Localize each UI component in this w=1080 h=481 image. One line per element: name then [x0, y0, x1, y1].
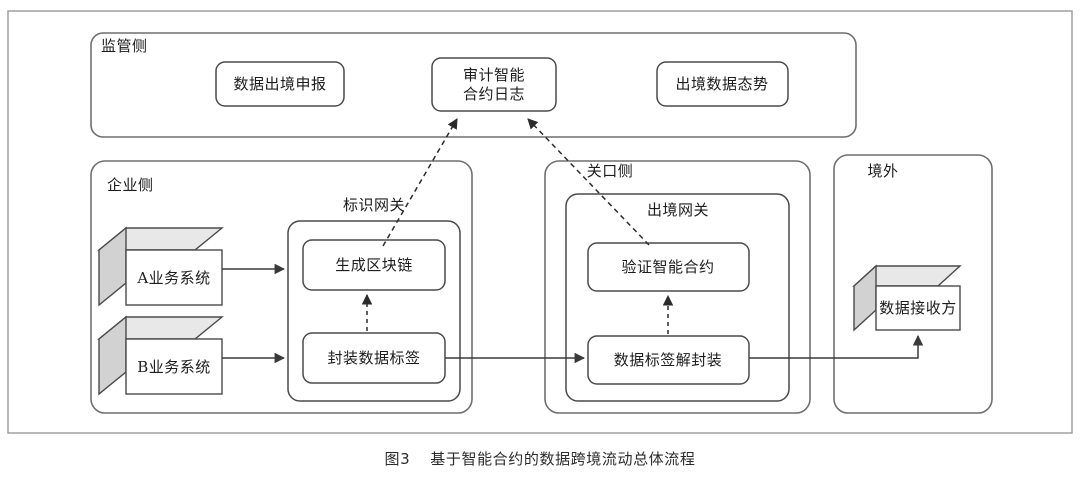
box3d-system-a[interactable]: [97, 226, 224, 307]
box3d-label-system-b: B业务系统: [137, 358, 211, 377]
node-audit-log[interactable]: [431, 57, 557, 112]
subpanel-title-id-gateway: 标识网关: [342, 196, 406, 215]
connector-gen-to-audit: [382, 118, 458, 247]
node-label-declaration: 数据出境申报: [233, 75, 327, 94]
node-unpack-data-tag[interactable]: [587, 335, 750, 385]
connector-verify-to-audit: [527, 118, 650, 246]
box3d-data-receiver[interactable]: [852, 264, 962, 332]
box3d-label-data-receiver: 数据接收方: [879, 299, 957, 318]
node-verify-contract[interactable]: [587, 242, 750, 292]
panel-title-regulator: 监管侧: [101, 37, 148, 55]
node-label-verify-contract: 验证智能合约: [621, 258, 715, 277]
figure-caption-text: 基于智能合约的数据跨境流动总体流程: [430, 450, 696, 468]
panel-title-enterprise: 企业侧: [107, 176, 154, 194]
node-gen-blockchain[interactable]: [302, 239, 446, 291]
connector-unpack-to-receiver: [749, 334, 924, 359]
node-label-gen-blockchain: 生成区块链: [335, 256, 413, 275]
panel-title-customs: 关口侧: [586, 162, 634, 181]
subpanel-title-exit-gateway: 出境网关: [646, 201, 710, 220]
box3d-system-b[interactable]: [97, 315, 224, 396]
node-label-unpack-data-tag: 数据标签解封装: [613, 351, 723, 370]
panel-title-overseas: 境外: [867, 162, 899, 181]
node-label-situation: 出境数据态势: [675, 75, 769, 94]
node-situation[interactable]: [656, 61, 789, 107]
node-declaration[interactable]: [215, 61, 345, 107]
node-label-audit-log-line1: 审计智能: [462, 66, 526, 85]
box3d-label-system-a: A业务系统: [137, 269, 211, 288]
node-label-audit-log-line2: 合约日志: [462, 85, 526, 104]
node-label-pack-data-tag: 封装数据标签: [327, 349, 421, 368]
figure-caption: 图3 基于智能合约的数据跨境流动总体流程: [0, 448, 1080, 469]
figure-caption-number: 图3: [384, 450, 411, 468]
